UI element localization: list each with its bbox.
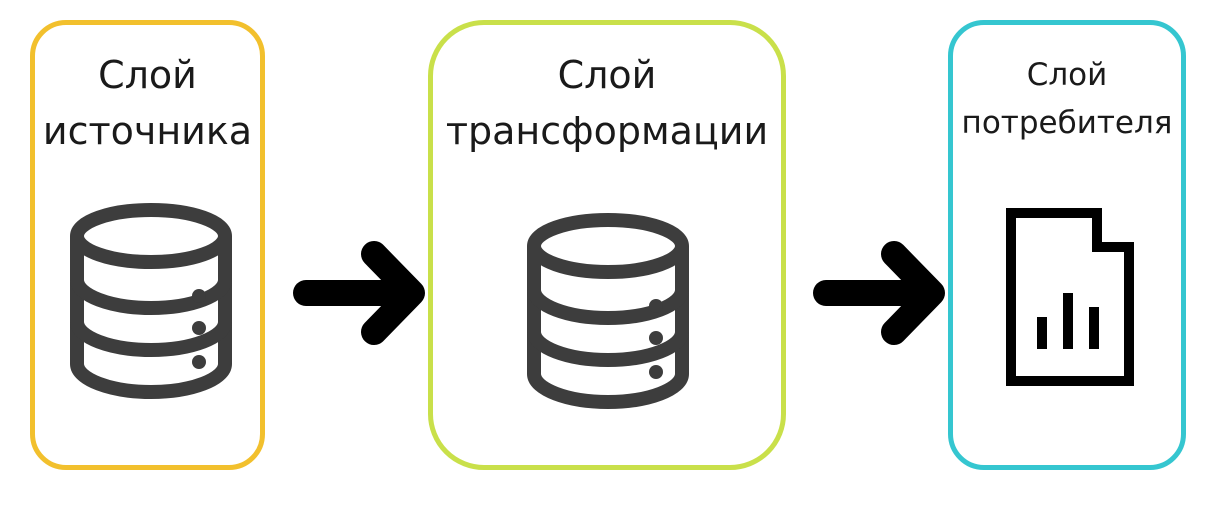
source-layer-title-line2: источника — [42, 109, 253, 153]
transform-layer-title-line1: Слой — [557, 53, 657, 97]
transform-layer-box: Слой трансформации — [428, 20, 786, 470]
consumer-layer-title-line2: потребителя — [961, 105, 1173, 141]
report-icon — [1006, 208, 1134, 386]
source-layer-box: Слой источника — [30, 20, 265, 470]
consumer-layer-title: Слой потребителя — [953, 51, 1181, 147]
database-icon — [70, 203, 232, 399]
arrow-right-icon — [293, 241, 425, 345]
source-layer-title-line1: Слой — [98, 53, 197, 97]
transform-layer-title: Слой трансформации — [433, 47, 781, 159]
consumer-layer-title-line1: Слой — [1026, 57, 1108, 93]
transform-layer-title-line2: трансформации — [445, 109, 769, 153]
consumer-layer-box: Слой потребителя — [948, 20, 1186, 470]
database-icon — [527, 213, 689, 409]
source-layer-title: Слой источника — [35, 47, 260, 159]
arrow-right-icon — [813, 241, 945, 345]
